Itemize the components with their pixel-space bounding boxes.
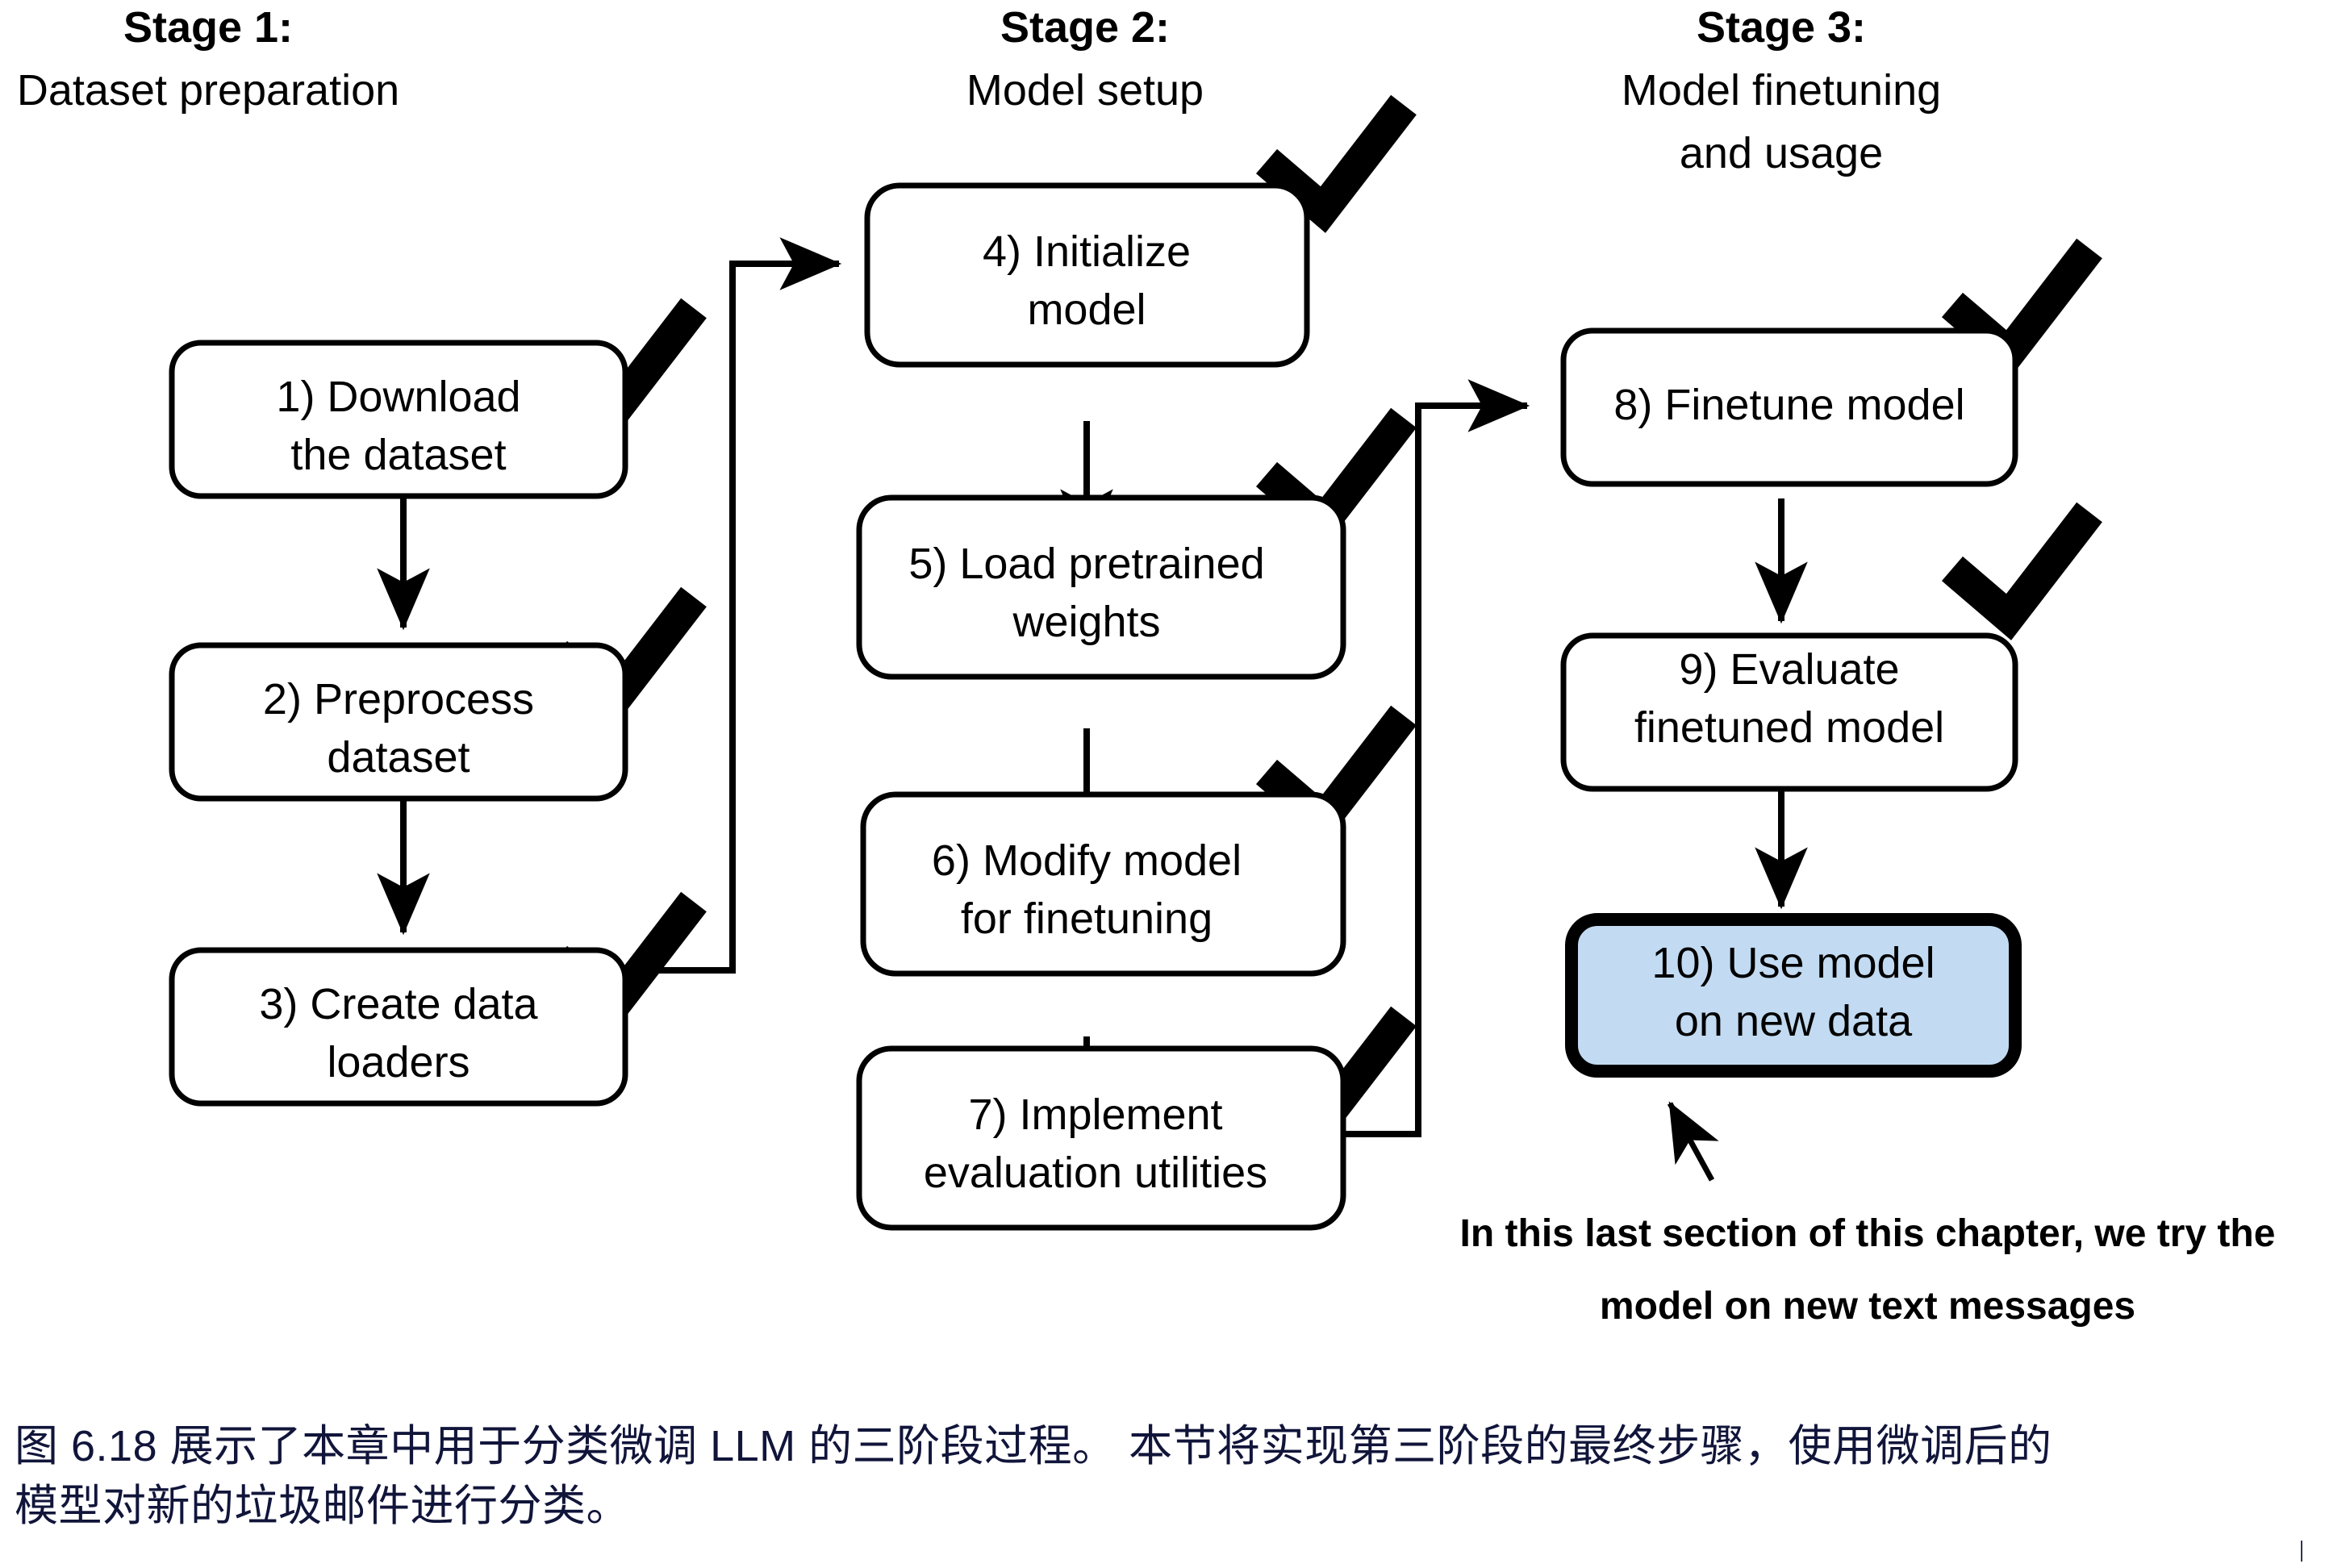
flow-box-step-8[interactable]: 8) Finetune model [1560,327,2018,487]
flow-box-step-4-line1: 4) Initialize [983,227,1191,276]
stage-2-title: Stage 2: [1000,3,1170,52]
flow-box-step-5-line2: weights [1012,598,1160,646]
page-edge-tick [2301,1541,2302,1562]
flow-box-step-8-line1: 8) Finetune model [1613,381,1964,429]
checkmark-icon-step-9 [1941,502,2102,640]
flow-box-step-9-line2: finetuned model [1634,703,1944,752]
stage-2-header: Stage 2: Model setup [966,3,1204,115]
connector-7-to-8 [1339,379,1530,1137]
stage-3-subtitle-line1: Model finetuning [1622,66,1941,115]
figure-caption-line-2: 模型对新的垃圾邮件进行分类。 [15,1482,630,1530]
figure-caption: 图 6.18 展示了本章中用于分类微调 LLM 的三阶段过程。 本节将实现第三阶… [15,1416,2314,1536]
stage-3-subtitle-line2: and usage [1680,129,1883,177]
stage-1-header: Stage 1: Dataset preparation [17,3,399,115]
flow-box-step-5-line1: 5) Load pretrained [908,540,1264,588]
flow-box-step-6[interactable]: 6) Modify model for finetuning [860,791,1346,977]
flow-box-step-2-line1: 2) Preprocess [263,675,534,724]
connector-3-to-4 [625,237,842,974]
stage-1-title: Stage 1: [123,3,293,52]
figure-caption-line-1: 图 6.18 展示了本章中用于分类微调 LLM 的三阶段过程。 本节将实现第三阶… [15,1422,2052,1470]
flow-box-step-4[interactable]: 4) Initialize model [864,182,1310,368]
flow-box-step-10[interactable]: 10) Use model on new data [1565,913,2022,1078]
flow-box-step-1-line2: the dataset [290,431,506,479]
stage-2-subtitle-line1: Model setup [966,66,1204,115]
stage-3-header: Stage 3: Model finetuning and usage [1622,3,1941,177]
flow-box-step-7-line2: evaluation utilities [924,1149,1267,1197]
annotation-callout-arrow [1667,1101,1719,1182]
flow-box-step-6-line1: 6) Modify model [932,836,1242,885]
flow-box-step-3[interactable]: 3) Create data loaders [169,947,628,1107]
annotation-line2: model on new text messages [1600,1285,2135,1328]
flow-box-step-5[interactable]: 5) Load pretrained weights [856,494,1346,680]
flow-box-step-6-line2: for finetuning [961,895,1213,943]
flow-box-step-9[interactable]: 9) Evaluate finetuned model [1560,632,2018,792]
checkmark-icon-step-4 [1255,94,1417,233]
flowchart-figure: Stage 1: Dataset preparation Stage 2: Mo… [17,3,2276,1328]
annotation-text: In this last section of this chapter, we… [1460,1212,2276,1328]
flow-box-step-10-rect [1565,913,2022,1078]
flow-box-step-3-line1: 3) Create data [259,980,538,1028]
flow-box-step-2-line2: dataset [327,733,470,782]
flow-box-step-4-line2: model [1027,286,1146,334]
stage-1-subtitle-line1: Dataset preparation [17,66,399,115]
flow-box-step-1-line1: 1) Download [276,373,520,421]
flow-box-step-2[interactable]: 2) Preprocess dataset [169,642,628,802]
flow-box-step-10-line1: 10) Use model [1651,939,1935,987]
flow-box-step-1[interactable]: 1) Download the dataset [169,340,628,499]
flow-box-step-9-line1: 9) Evaluate [1679,645,1899,694]
annotation-line1: In this last section of this chapter, we… [1460,1212,2276,1255]
flow-box-step-7[interactable]: 7) Implement evaluation utilities [856,1045,1346,1231]
flow-box-step-7-line1: 7) Implement [968,1091,1222,1139]
flow-box-step-10-line2: on new data [1675,997,1913,1045]
flow-box-step-3-line2: loaders [327,1038,470,1086]
stage-3-title: Stage 3: [1697,3,1866,52]
